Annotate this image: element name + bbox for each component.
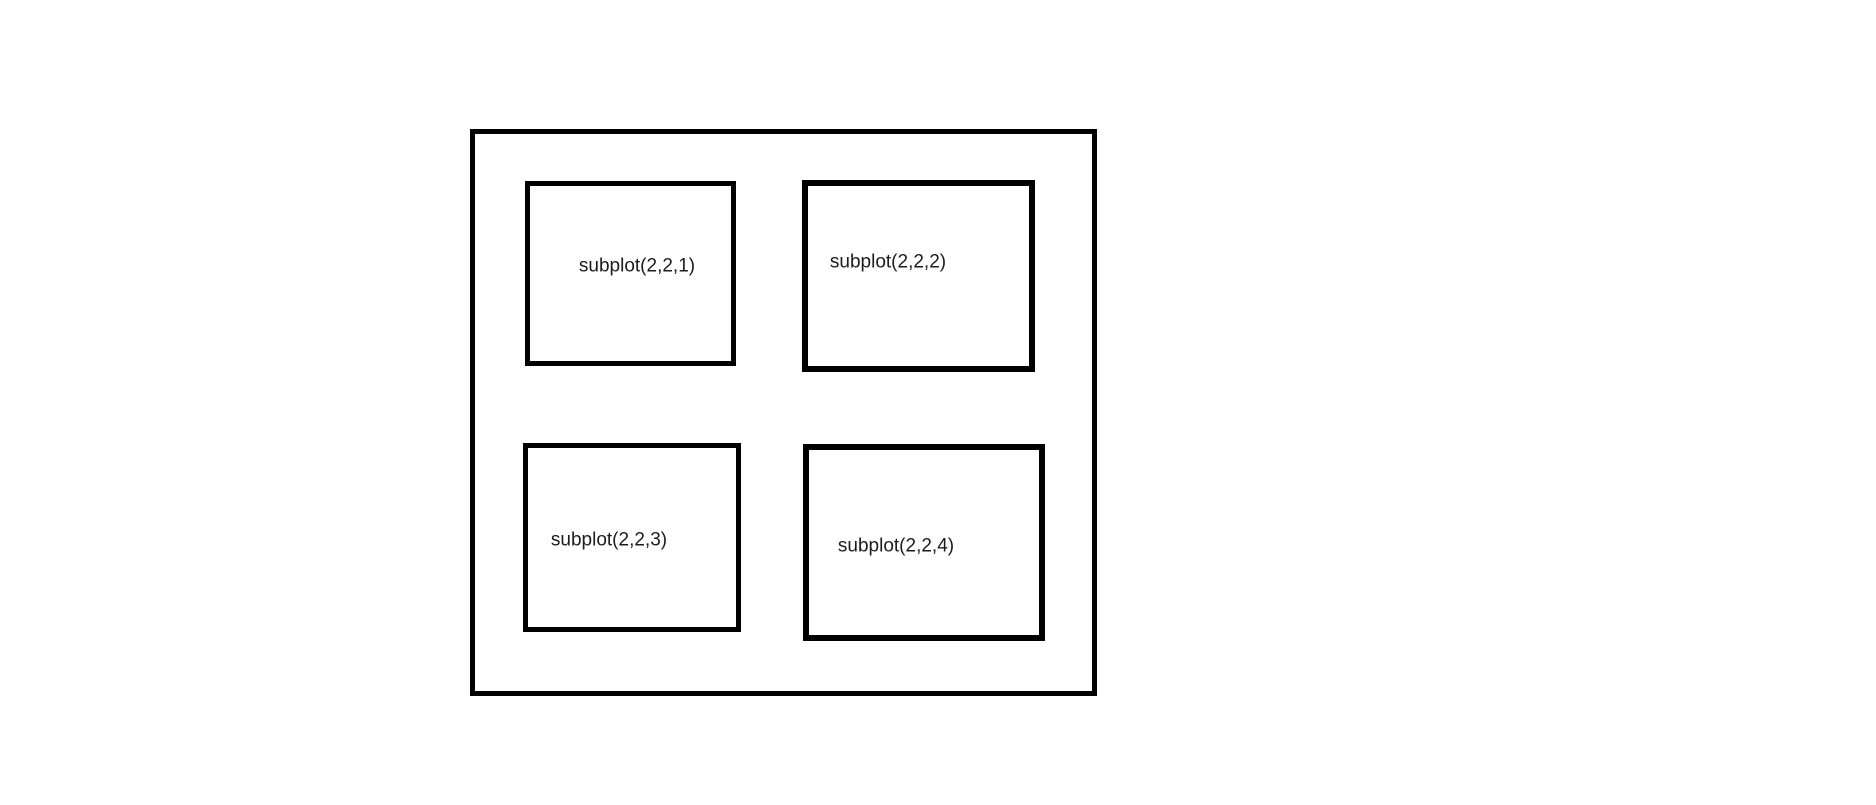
subplot-box-1: subplot(2,2,1) (525, 181, 736, 366)
subplot-label-2: subplot(2,2,2) (829, 251, 947, 273)
figure-outer-frame: subplot(2,2,1) subplot(2,2,2) subplot(2,… (470, 129, 1097, 696)
subplot-label-4: subplot(2,2,4) (837, 535, 955, 557)
subplot-label-1: subplot(2,2,1) (578, 255, 696, 277)
subplot-box-3: subplot(2,2,3) (523, 443, 741, 632)
subplot-box-2: subplot(2,2,2) (802, 180, 1035, 372)
subplot-box-4: subplot(2,2,4) (803, 444, 1045, 641)
subplot-label-3: subplot(2,2,3) (550, 529, 668, 551)
